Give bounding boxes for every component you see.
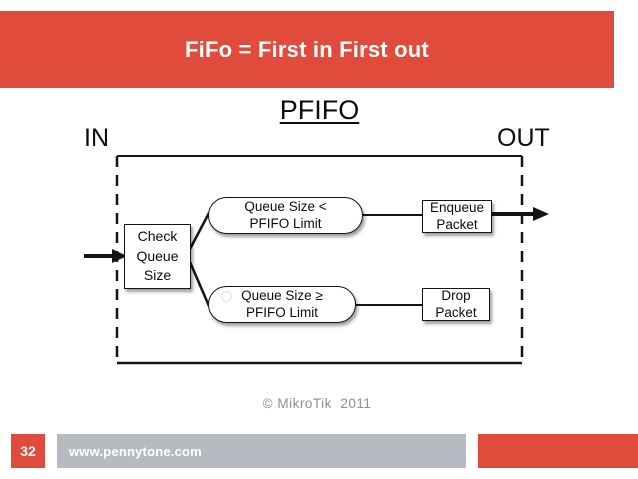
check-queue-size-node: Check Queue Size [124,224,191,289]
queue-size-less-node: Queue Size < PFIFO Limit [208,197,363,234]
website-bar: www.pennytone.com [57,434,466,468]
queue-size-gte-node: Queue Size ≥ PFIFO Limit [208,286,356,323]
in-arrow-head-icon [112,249,127,263]
page-number-badge: 32 [11,434,45,468]
footer-accent-bar [478,434,638,468]
drop-packet-node: Drop Packet [422,288,490,321]
out-arrow-head-icon [533,207,549,221]
slide-header: FiFo = First in First out [0,11,614,88]
diagram-title: PFIFO [279,95,360,125]
ghost-circle-icon [221,291,232,302]
copyright-text: © MikroTik 2011 [262,396,372,411]
enqueue-packet-node: Enqueue Packet [422,200,492,233]
out-label: OUT [497,124,550,152]
slide-title: FiFo = First in First out [185,36,429,62]
branch-lower-line [188,261,211,307]
branch-upper-line [188,212,211,250]
in-label: IN [84,124,109,152]
website-text: www.pennytone.com [69,443,202,459]
